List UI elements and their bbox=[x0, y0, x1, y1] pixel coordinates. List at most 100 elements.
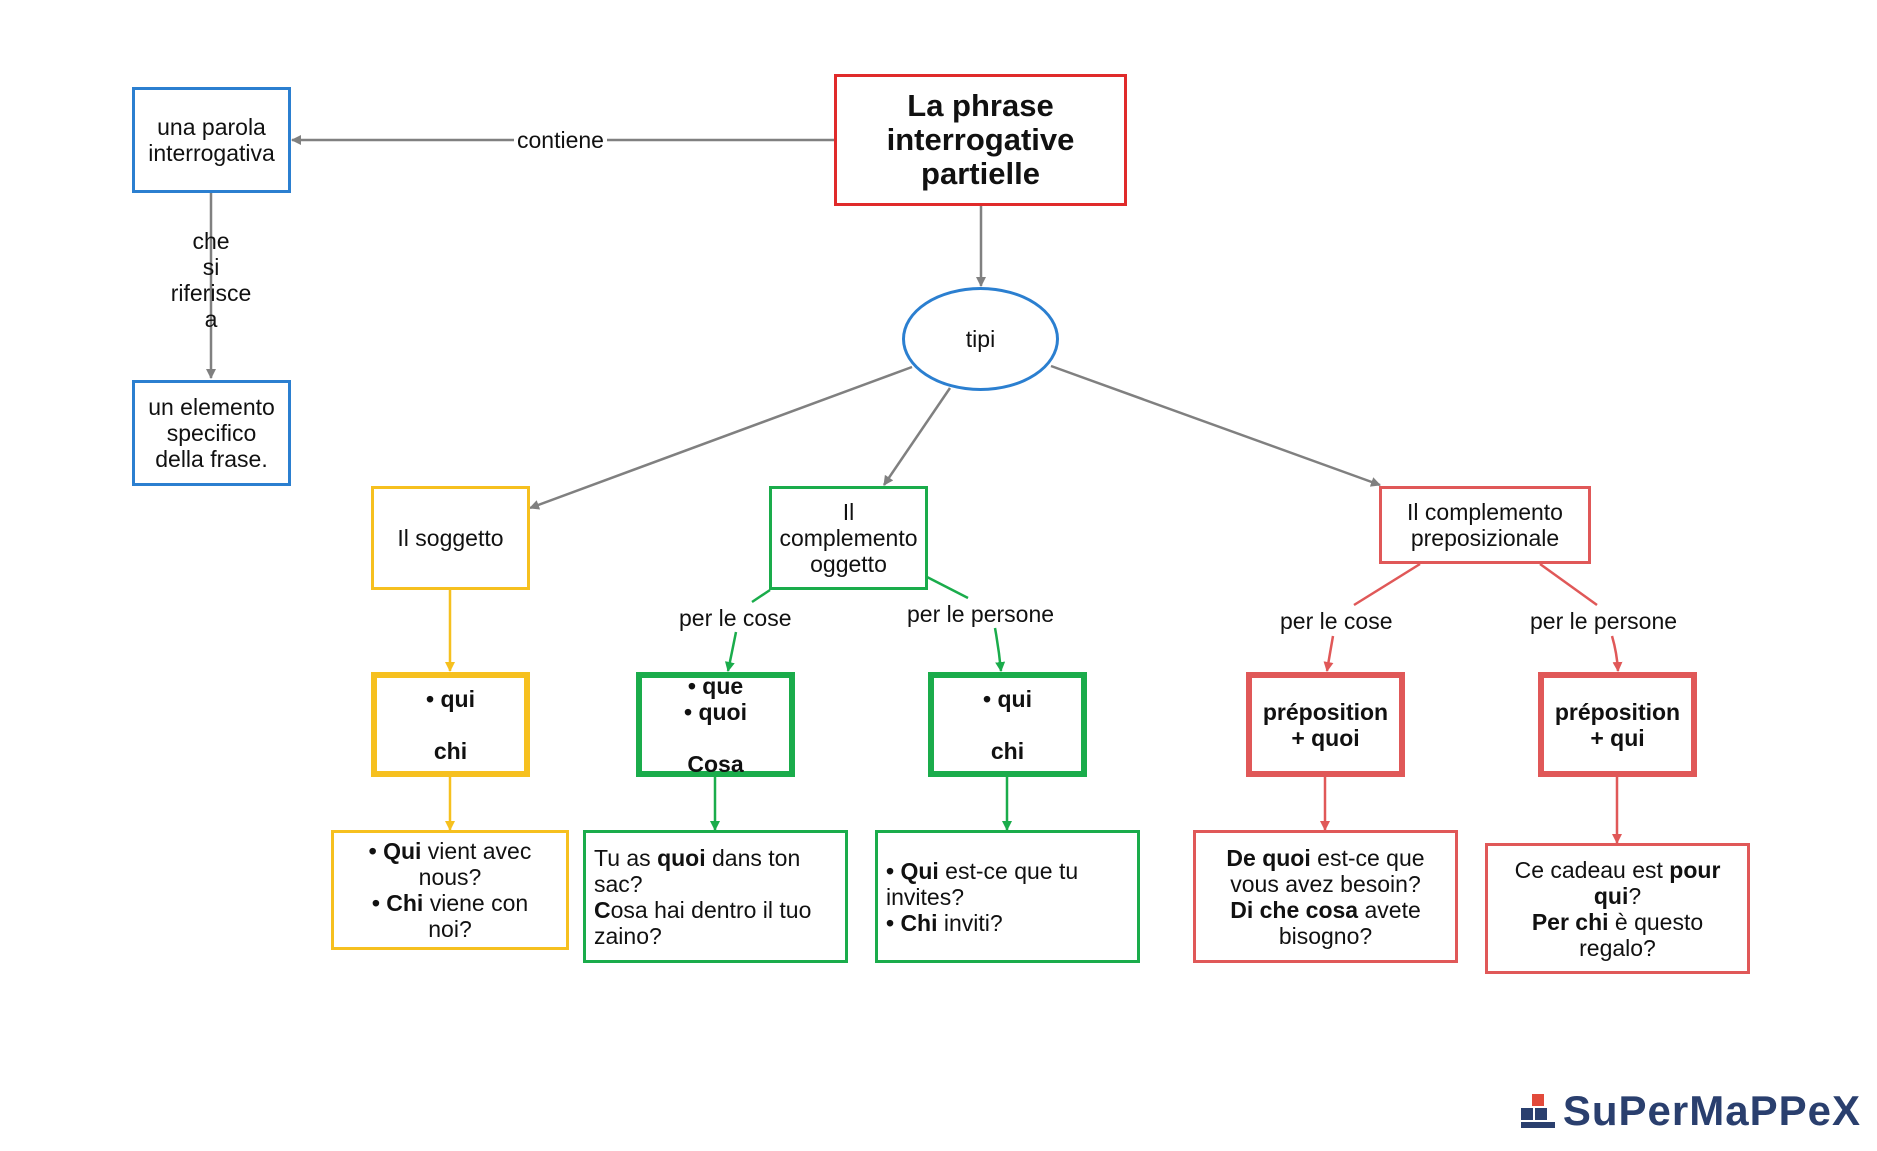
word-line: • quoi bbox=[684, 698, 747, 725]
node-tipi: tipi bbox=[902, 287, 1059, 391]
example-line: De quoi est-ce que bbox=[1226, 845, 1424, 871]
link-oggetto-cose-a bbox=[751, 588, 771, 604]
link-label-prep-cose: per le cose bbox=[1277, 608, 1396, 634]
example-line: sac? bbox=[594, 870, 643, 897]
node-example-soggetto: • Qui vient avec nous? • Chi viene con n… bbox=[331, 830, 569, 950]
link-label-oggetto-cose: per le cose bbox=[676, 605, 795, 631]
example-line: • Chi viene con bbox=[372, 890, 528, 916]
title-line: interrogative bbox=[886, 122, 1075, 157]
link-prep-persone-b bbox=[1610, 635, 1623, 672]
main-title-node: La phrase interrogative partielle bbox=[834, 74, 1127, 206]
example-line: zaino? bbox=[594, 922, 662, 949]
link-tipi-preposizionale bbox=[1050, 364, 1381, 487]
node-example-oggetto-persone: • Qui est-ce que tu invites? • Chi invit… bbox=[875, 830, 1140, 963]
example-bold: • Chi bbox=[371, 890, 424, 916]
example-text: est-ce que bbox=[1310, 844, 1425, 871]
word-line: + qui bbox=[1590, 724, 1645, 751]
example-text: osa hai dentro il tuo bbox=[610, 896, 812, 923]
example-line: regalo? bbox=[1579, 934, 1656, 961]
link-oggetto-persone-a bbox=[926, 575, 969, 600]
example-line: • Qui est-ce que tu bbox=[886, 858, 1078, 884]
node-soggetto-words: • qui chi bbox=[371, 672, 530, 777]
example-bold: • Chi bbox=[886, 909, 938, 936]
example-bold: De quoi bbox=[1226, 844, 1311, 871]
example-line: Tu as quoi dans ton bbox=[594, 845, 800, 871]
example-text: vient avec bbox=[421, 838, 532, 864]
node-prep-cose-words: préposition + quoi bbox=[1246, 672, 1405, 777]
node-line: complemento bbox=[779, 525, 918, 551]
node-line: interrogativa bbox=[148, 140, 275, 166]
example-text: Ce cadeau est bbox=[1514, 856, 1670, 883]
link-label-contiene: contiene bbox=[514, 127, 607, 153]
example-bold: • Qui bbox=[368, 838, 422, 864]
node-complemento-preposizionale: Il complemento preposizionale bbox=[1379, 486, 1591, 564]
node-soggetto: Il soggetto bbox=[371, 486, 530, 590]
example-line: invites? bbox=[886, 883, 964, 910]
example-text: est-ce que tu bbox=[938, 857, 1079, 884]
example-line: noi? bbox=[428, 916, 472, 942]
node-parola-interrogativa: una parola interrogativa bbox=[132, 87, 291, 193]
link-oggetto-persone-b bbox=[993, 627, 1006, 672]
word-line: préposition bbox=[1262, 698, 1389, 725]
example-line: Di che cosa avete bbox=[1230, 897, 1421, 923]
example-line: Ce cadeau est pour bbox=[1515, 857, 1721, 883]
example-text: dans ton bbox=[705, 844, 801, 871]
node-line: oggetto bbox=[810, 551, 887, 577]
link-oggetto-cose-b bbox=[724, 631, 738, 672]
example-text: avete bbox=[1358, 896, 1421, 923]
node-line: della frase. bbox=[155, 446, 268, 472]
word-line: + quoi bbox=[1291, 724, 1360, 751]
node-line: Il complemento bbox=[1407, 499, 1563, 525]
brand-logo: SuPerMaPPeX bbox=[1520, 1087, 1861, 1135]
example-bold: qui bbox=[1593, 882, 1629, 909]
word-line: chi bbox=[433, 737, 468, 764]
word-line: • qui bbox=[983, 685, 1032, 712]
example-text: Tu as bbox=[594, 844, 658, 871]
node-oggetto-cose-words: • que • quoi Cosa bbox=[636, 672, 795, 777]
node-line: Il bbox=[842, 499, 855, 525]
link-label-line: che bbox=[192, 228, 230, 254]
node-oggetto-persone-words: • qui chi bbox=[928, 672, 1087, 777]
example-line: bisogno? bbox=[1278, 922, 1373, 949]
node-example-oggetto-cose: Tu as quoi dans ton sac? Cosa hai dentro… bbox=[583, 830, 848, 963]
brand-mark-icon bbox=[1520, 1094, 1555, 1128]
node-line: specifico bbox=[166, 420, 257, 446]
link-label-line: si bbox=[202, 254, 220, 280]
link-prep-persone-a bbox=[1539, 562, 1598, 607]
tipi-label: tipi bbox=[965, 325, 996, 352]
example-line: • Chi inviti? bbox=[886, 910, 1003, 936]
title-line: partielle bbox=[921, 156, 1040, 191]
node-example-prep-cose: De quoi est-ce que vous avez besoin? Di … bbox=[1193, 830, 1458, 963]
word-line: préposition bbox=[1554, 698, 1681, 725]
node-complemento-oggetto: Il complemento oggetto bbox=[769, 486, 928, 590]
word-line: • que bbox=[687, 672, 744, 699]
example-bold: C bbox=[594, 896, 611, 923]
example-text: è questo bbox=[1608, 908, 1704, 935]
node-line: un elemento bbox=[148, 394, 275, 420]
example-line: Cosa hai dentro il tuo bbox=[594, 897, 811, 923]
link-tipi-oggetto bbox=[882, 387, 952, 486]
node-line: Il soggetto bbox=[397, 525, 504, 551]
node-line: preposizionale bbox=[1410, 525, 1560, 551]
link-prep-cose-b bbox=[1323, 635, 1335, 672]
example-text: inviti? bbox=[937, 909, 1003, 936]
example-text: viene con bbox=[423, 890, 529, 916]
example-line: vous avez besoin? bbox=[1230, 870, 1421, 897]
node-example-prep-persone: Ce cadeau est pour qui? Per chi è questo… bbox=[1485, 843, 1750, 974]
link-prep-cose-a bbox=[1353, 562, 1421, 607]
example-bold: Di che cosa bbox=[1230, 896, 1359, 923]
example-line: Per chi è questo bbox=[1532, 909, 1703, 935]
link-label-line: a bbox=[204, 306, 218, 332]
link-label-che-si-riferisce: che si riferisce a bbox=[161, 228, 261, 332]
brand-name: SuPerMaPPeX bbox=[1562, 1087, 1861, 1134]
example-text: ? bbox=[1628, 882, 1642, 909]
link-tipi-soggetto bbox=[529, 365, 913, 510]
node-prep-persone-words: préposition + qui bbox=[1538, 672, 1697, 777]
example-bold: Per chi bbox=[1531, 908, 1609, 935]
example-line: qui? bbox=[1594, 883, 1641, 909]
word-line: chi bbox=[990, 737, 1025, 764]
example-bold: pour bbox=[1669, 856, 1721, 883]
title-line: La phrase bbox=[907, 88, 1054, 123]
